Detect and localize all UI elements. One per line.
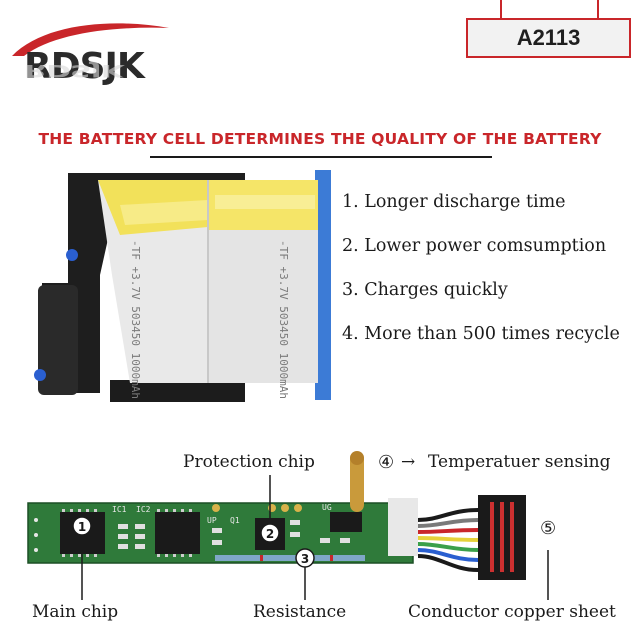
label-conductor: Conductor copper sheet: [408, 602, 616, 622]
feature-item: 2. Lower power comsumption: [342, 236, 607, 256]
silkscreen-ic1: IC1: [112, 505, 127, 514]
cell-left-label: -TF +3.7V 503450 1000mAh: [129, 240, 142, 399]
label-connector-number: ⑤: [540, 518, 557, 539]
headline-underline: [150, 156, 492, 158]
battery-illustration: -TF +3.7V 503450 1000mAh -TF +3.7V 50345…: [30, 165, 335, 410]
feature-item: 3. Charges quickly: [342, 280, 508, 300]
brand-reflection: RDSJK: [24, 60, 124, 80]
feature-item: 1. Longer discharge time: [342, 192, 566, 212]
label-main-chip: Main chip: [32, 602, 119, 622]
label-resistance: Resistance: [253, 602, 347, 622]
pcb-board: 1 2 3 IC1 IC2 UP Q1 UG: [27, 451, 549, 600]
marker-resistance: 3: [301, 552, 309, 566]
label-protection-chip: Protection chip: [183, 452, 315, 472]
marker-protection-chip: 2: [266, 527, 274, 541]
model-tick: [597, 0, 599, 18]
model-tick: [500, 0, 502, 18]
brand-name: RDSJK: [24, 46, 145, 87]
feature-list: 1. Longer discharge time 2. Lower power …: [342, 190, 640, 366]
brand-logo: RDSJK RDSJK: [4, 18, 174, 98]
silkscreen-ug: UG: [322, 503, 332, 512]
cell-right-label: -TF +3.7V 503450 1000mAh: [277, 240, 290, 399]
headline: THE BATTERY CELL DETERMINES THE QUALITY …: [38, 130, 602, 148]
logo-swoosh-icon: [12, 23, 169, 56]
marker-main-chip: 1: [78, 520, 86, 534]
model-badge: A2113: [466, 18, 631, 58]
silkscreen-q1: Q1: [230, 516, 240, 525]
label-temperature-number: ④: [378, 452, 395, 473]
pcb-diagram: 1 2 3 IC1 IC2 UP Q1 UG Protection chip ④…: [0, 440, 640, 625]
silkscreen-ic2: IC2: [136, 505, 151, 514]
feature-item: 4. More than 500 times recycle: [342, 324, 620, 344]
label-temperature: Temperatuer sensing: [428, 452, 611, 472]
silkscreen-up: UP: [207, 516, 217, 525]
label-temperature-arrow: →: [401, 452, 416, 472]
